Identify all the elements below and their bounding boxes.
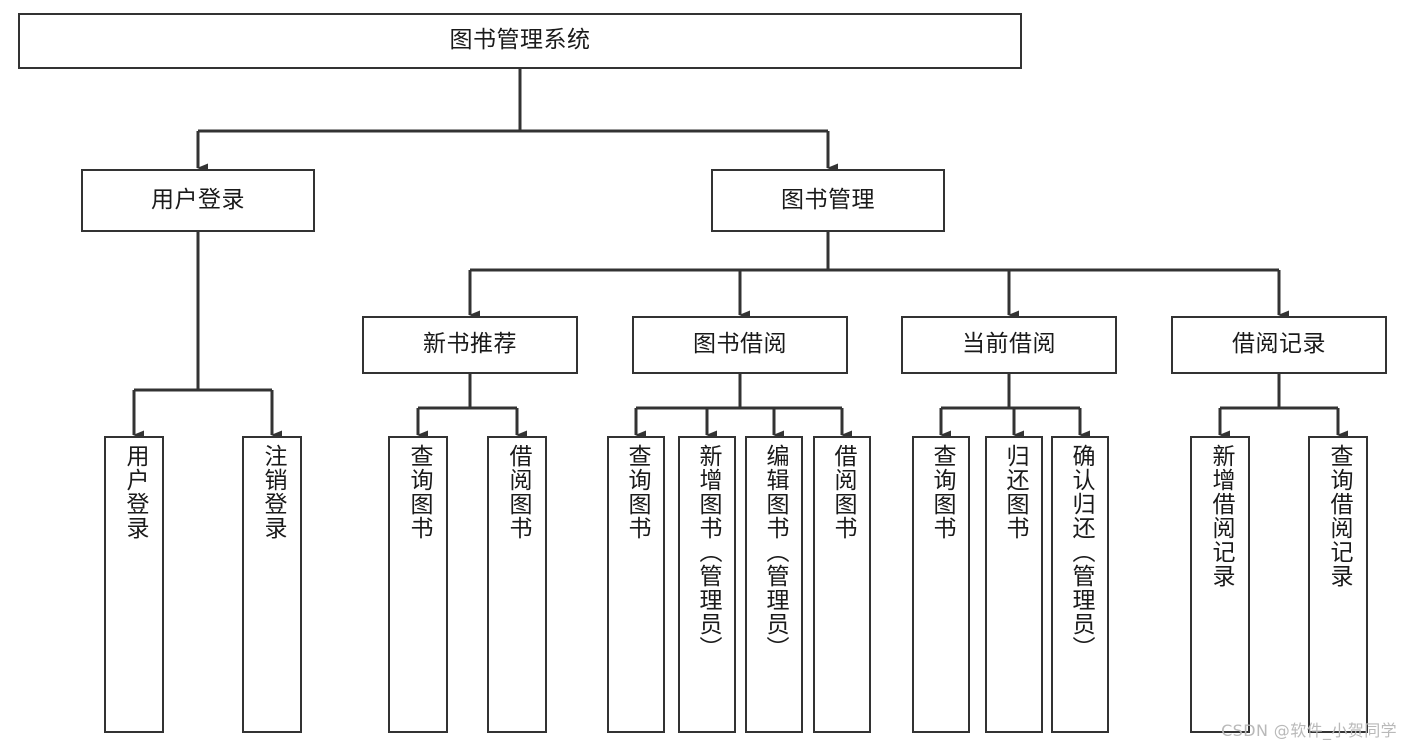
node-level3-borrow-record[interactable]: 借阅记录 <box>1171 316 1387 374</box>
node-leaf-leaf-query-book-cur[interactable]: 查询图书 <box>912 436 970 733</box>
node-label: 编辑图书（管理员） <box>761 444 788 660</box>
node-label: 查询图书 <box>928 444 955 540</box>
node-leaf-leaf-user-login[interactable]: 用户登录 <box>104 436 164 733</box>
node-leaf-leaf-borrow-book-rec[interactable]: 借阅图书 <box>487 436 547 733</box>
node-label: 借阅记录 <box>1232 331 1326 358</box>
node-level2-user-login[interactable]: 用户登录 <box>81 169 315 232</box>
node-label: 图书借阅 <box>693 331 787 358</box>
node-label: 归还图书 <box>1001 444 1028 540</box>
node-leaf-leaf-user-logout[interactable]: 注销登录 <box>242 436 302 733</box>
node-leaf-leaf-return-book[interactable]: 归还图书 <box>985 436 1043 733</box>
node-label: 图书管理 <box>781 186 875 213</box>
node-leaf-leaf-edit-book[interactable]: 编辑图书（管理员） <box>745 436 803 733</box>
node-label: 确认归还（管理员） <box>1067 444 1094 660</box>
csdn-watermark: CSDN @软件_小贺同学 <box>1221 721 1397 740</box>
connector-group <box>132 69 1348 440</box>
node-leaf-leaf-confirm-return[interactable]: 确认归还（管理员） <box>1051 436 1109 733</box>
node-leaf-leaf-query-borrow-record[interactable]: 查询借阅记录 <box>1308 436 1368 733</box>
node-leaf-leaf-add-book[interactable]: 新增图书（管理员） <box>678 436 736 733</box>
node-label: 注销登录 <box>259 444 286 540</box>
node-level3-book-borrow[interactable]: 图书借阅 <box>632 316 848 374</box>
node-label: 新增借阅记录 <box>1207 444 1234 588</box>
node-label: 借阅图书 <box>829 444 856 540</box>
node-label: 当前借阅 <box>962 331 1056 358</box>
node-label: 图书管理系统 <box>449 27 591 54</box>
node-label: 查询借阅记录 <box>1325 444 1352 588</box>
node-leaf-leaf-query-book-rec[interactable]: 查询图书 <box>388 436 448 733</box>
node-leaf-leaf-add-borrow-record[interactable]: 新增借阅记录 <box>1190 436 1250 733</box>
node-leaf-leaf-query-book-borrow[interactable]: 查询图书 <box>607 436 665 733</box>
node-label: 用户登录 <box>151 186 245 213</box>
node-level2-book-manage[interactable]: 图书管理 <box>711 169 945 232</box>
node-root-图书管理系统[interactable]: 图书管理系统 <box>18 13 1022 69</box>
node-label: 新书推荐 <box>423 331 517 358</box>
node-level3-new-book-recommend[interactable]: 新书推荐 <box>362 316 578 374</box>
node-label: 查询图书 <box>623 444 650 540</box>
node-label: 借阅图书 <box>504 444 531 540</box>
node-leaf-leaf-borrow-book[interactable]: 借阅图书 <box>813 436 871 733</box>
node-level3-current-borrow[interactable]: 当前借阅 <box>901 316 1117 374</box>
node-label: 查询图书 <box>405 444 432 540</box>
node-label: 用户登录 <box>121 444 148 540</box>
node-label: 新增图书（管理员） <box>694 444 721 660</box>
